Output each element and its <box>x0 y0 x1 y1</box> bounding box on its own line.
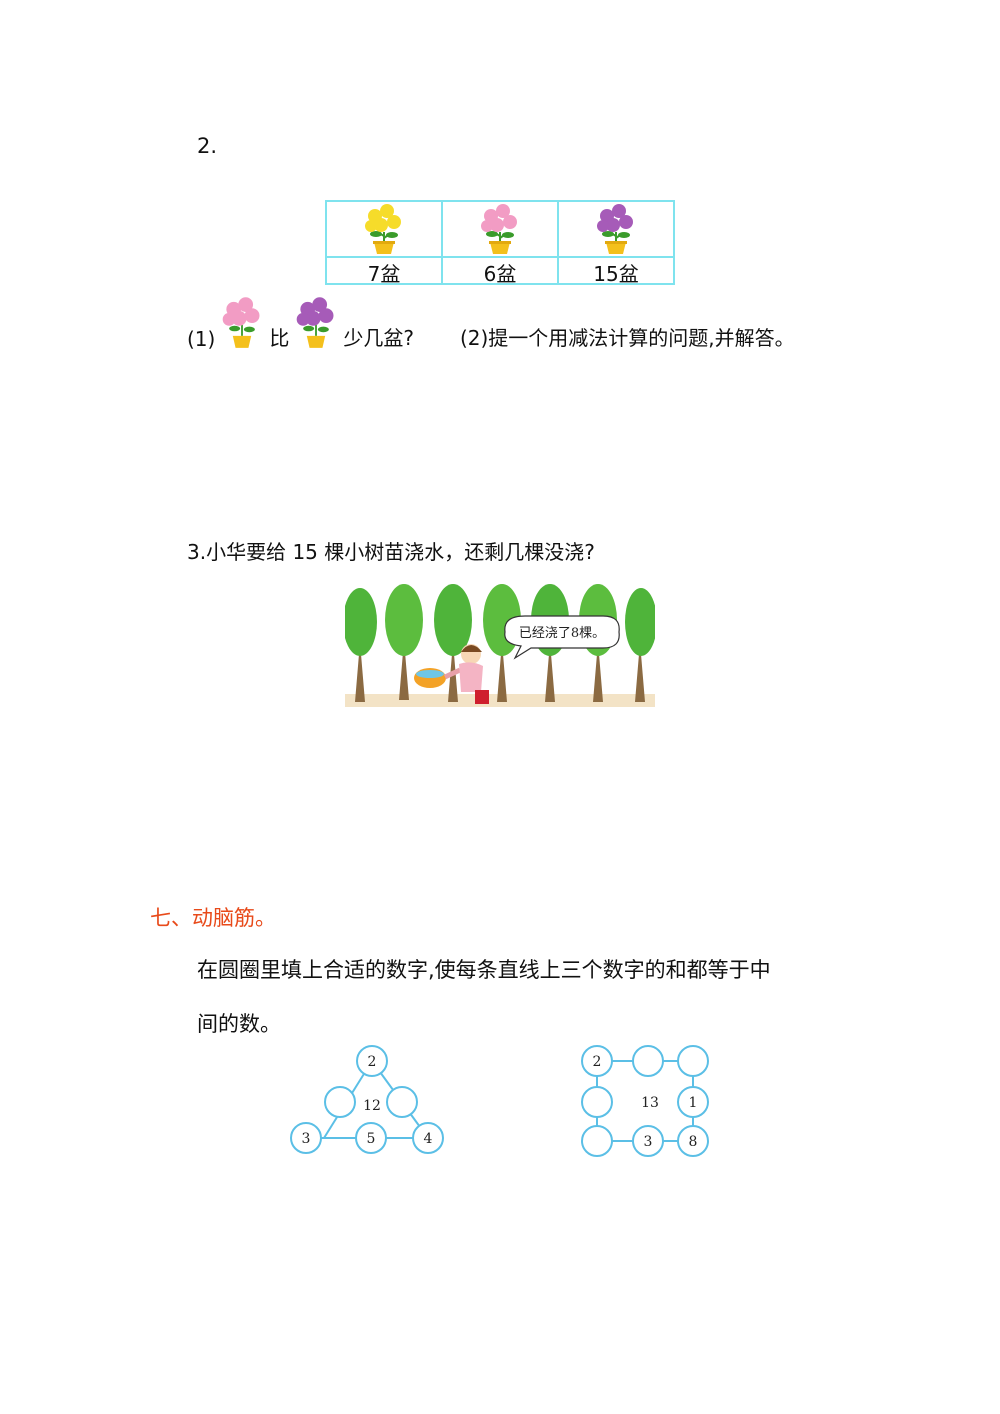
watering-trees-illustration: 已经浇了8棵。 <box>345 584 655 707</box>
triangle-bottom-mid-circle[interactable] <box>355 1122 387 1154</box>
square-left-mid-circle[interactable] <box>581 1086 613 1118</box>
purple-flower-pot-icon <box>597 204 633 254</box>
triangle-right-mid-circle[interactable] <box>386 1086 418 1118</box>
yellow-flower-pot-icon <box>365 204 401 254</box>
question-3-text: 3.小华要给 15 棵小树苗浇水，还剩几棵没浇? <box>187 540 595 564</box>
triangle-bottom-right-circle[interactable] <box>412 1122 444 1154</box>
question-2-parts: (1) 比 少几盆? (2)提一个用减法计算的问题,并解答。 <box>187 297 795 351</box>
part1-prefix: (1) <box>187 327 216 351</box>
square-top-right-circle[interactable] <box>677 1045 709 1077</box>
table-cell-yellow: 7盆 <box>327 202 443 286</box>
square-bottom-mid-circle[interactable] <box>632 1125 664 1157</box>
square-bottom-right-circle[interactable] <box>677 1125 709 1157</box>
number-puzzles: 2 12 3 5 4 2 13 1 3 8 <box>290 1045 709 1157</box>
question-2-number: 2. <box>197 134 218 158</box>
square-right-mid-circle[interactable] <box>677 1086 709 1118</box>
table-cell-purple: 15盆 <box>559 202 673 286</box>
square-bottom-mid-value: 3 <box>644 1134 653 1150</box>
pink-flower-pot-icon <box>223 297 260 348</box>
tree-icon <box>345 588 377 702</box>
triangle-bottom-mid-value: 5 <box>367 1131 376 1147</box>
triangle-bottom-left-value: 3 <box>302 1131 311 1147</box>
square-bottom-right-value: 8 <box>689 1134 698 1150</box>
square-top-mid-circle[interactable] <box>632 1045 664 1077</box>
yellow-count-label: 7盆 <box>367 262 401 286</box>
part1-suffix: 少几盆? <box>343 326 414 350</box>
square-top-left-circle[interactable] <box>581 1045 613 1077</box>
triangle-bottom-right-value: 4 <box>424 1131 433 1147</box>
triangle-left-mid-circle[interactable] <box>324 1086 356 1118</box>
flower-count-table: 7盆 6盆 15盆 <box>325 200 675 286</box>
triangle-bottom-left-circle[interactable] <box>290 1122 322 1154</box>
triangle-top-value: 2 <box>368 1054 377 1070</box>
tree-icon <box>385 584 423 700</box>
square-bottom-left-circle[interactable] <box>581 1125 613 1157</box>
instruction-line-2: 间的数。 <box>197 1012 281 1036</box>
tree-icon <box>625 588 655 702</box>
part1-compare: 比 <box>269 326 290 350</box>
triangle-top-circle[interactable] <box>356 1045 388 1077</box>
section-7-title: 七、动脑筋。 <box>150 906 276 930</box>
square-center-value: 13 <box>641 1095 659 1111</box>
purple-flower-pot-icon <box>297 297 334 348</box>
triangle-center-value: 12 <box>363 1098 381 1114</box>
pink-flower-pot-icon <box>481 204 517 254</box>
instruction-line-1: 在圆圈里填上合适的数字,使每条直线上三个数字的和都等于中 <box>197 958 771 982</box>
pink-count-label: 6盆 <box>483 262 517 286</box>
purple-count-label: 15盆 <box>593 262 639 286</box>
square-top-left-value: 2 <box>593 1054 602 1070</box>
table-cell-pink: 6盆 <box>443 202 559 286</box>
girl-watering-icon <box>414 644 489 704</box>
square-right-mid-value: 1 <box>689 1095 698 1111</box>
speech-text: 已经浇了8棵。 <box>519 626 605 641</box>
speech-bubble: 已经浇了8棵。 <box>504 615 620 660</box>
part2-question: (2)提一个用减法计算的问题,并解答。 <box>459 326 795 350</box>
